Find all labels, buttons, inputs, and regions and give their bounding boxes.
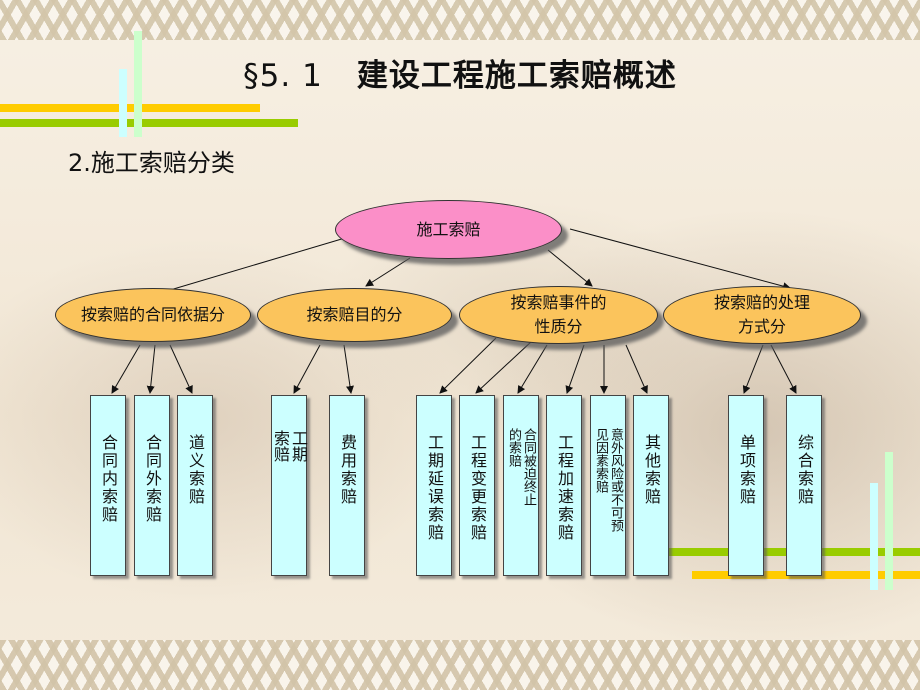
leaf-node: 工程加速索赔 [546,395,582,576]
deco-bar-green-top [0,119,298,127]
leaf-label: 单项索赔 [737,434,756,506]
leaf-node: 费用索赔 [329,395,365,576]
leaf-label: 费用索赔 [338,434,357,506]
leaf-label: 工期索赔 [271,430,308,462]
leaf-label: 合同外索赔 [143,434,162,524]
deco-bar-cyan-top [119,69,127,137]
leaf-label: 合同被迫终止的索赔 [506,428,536,506]
leaf-node: 综合索赔 [786,395,822,576]
root-label: 施工索赔 [416,219,481,239]
leaf-node: 道义索赔 [177,395,213,576]
category-label-line-1: 按索赔的处理 [713,293,810,312]
leaf-label: 道义索赔 [186,434,205,506]
title-text: 建设工程施工索赔概述 [356,58,677,94]
leaf-label: 综合索赔 [795,434,814,506]
leaf-node: 合同被迫终止的索赔 [503,395,539,576]
leaf-node: 工程变更索赔 [459,395,495,576]
leaf-node: 合同内索赔 [90,395,126,576]
deco-bar-mint-top [134,31,142,137]
deco-bar-yellow-top [0,104,260,112]
leaf-node: 意外风险或不可预见因素索赔 [590,395,626,576]
page-title: §5. 1 建设工程施工索赔概述 [0,50,920,95]
leaf-node: 单项索赔 [728,395,764,576]
subtitle: 2.施工索赔分类 [68,149,235,177]
deco-bar-cyan-bottom [870,483,878,590]
category-node-handling-method: 按索赔的处理 方式分 [663,286,861,344]
root-node: 施工索赔 [335,200,562,259]
category-label: 按索赔目的分 [306,305,403,324]
bottom-ornament-border [0,640,920,690]
leaf-node: 工期索赔 [271,395,308,576]
leaf-node: 其他索赔 [633,395,669,576]
category-node-purpose: 按索赔目的分 [257,288,452,342]
leaf-label: 工程加速索赔 [555,434,574,542]
leaf-label: 合同内索赔 [99,434,118,524]
top-ornament-border [0,0,920,40]
leaf-label: 工期延误索赔 [425,434,444,542]
leaf-label: 其他索赔 [642,434,661,506]
leaf-node: 工期延误索赔 [416,395,452,576]
category-node-event-nature: 按索赔事件的 性质分 [459,286,658,344]
deco-bar-mint-bottom [885,452,893,590]
category-label-line-2: 性质分 [534,317,583,336]
category-label-line-2: 方式分 [737,317,786,336]
category-node-contract-basis: 按索赔的合同依据分 [55,288,251,342]
category-label-line-1: 按索赔事件的 [510,293,607,312]
leaf-label: 工程变更索赔 [468,434,487,542]
category-label: 按索赔的合同依据分 [80,305,225,324]
leaf-label: 意外风险或不可预见因素索赔 [593,428,623,532]
section-number: §5. 1 [243,58,323,94]
leaf-node: 合同外索赔 [134,395,170,576]
